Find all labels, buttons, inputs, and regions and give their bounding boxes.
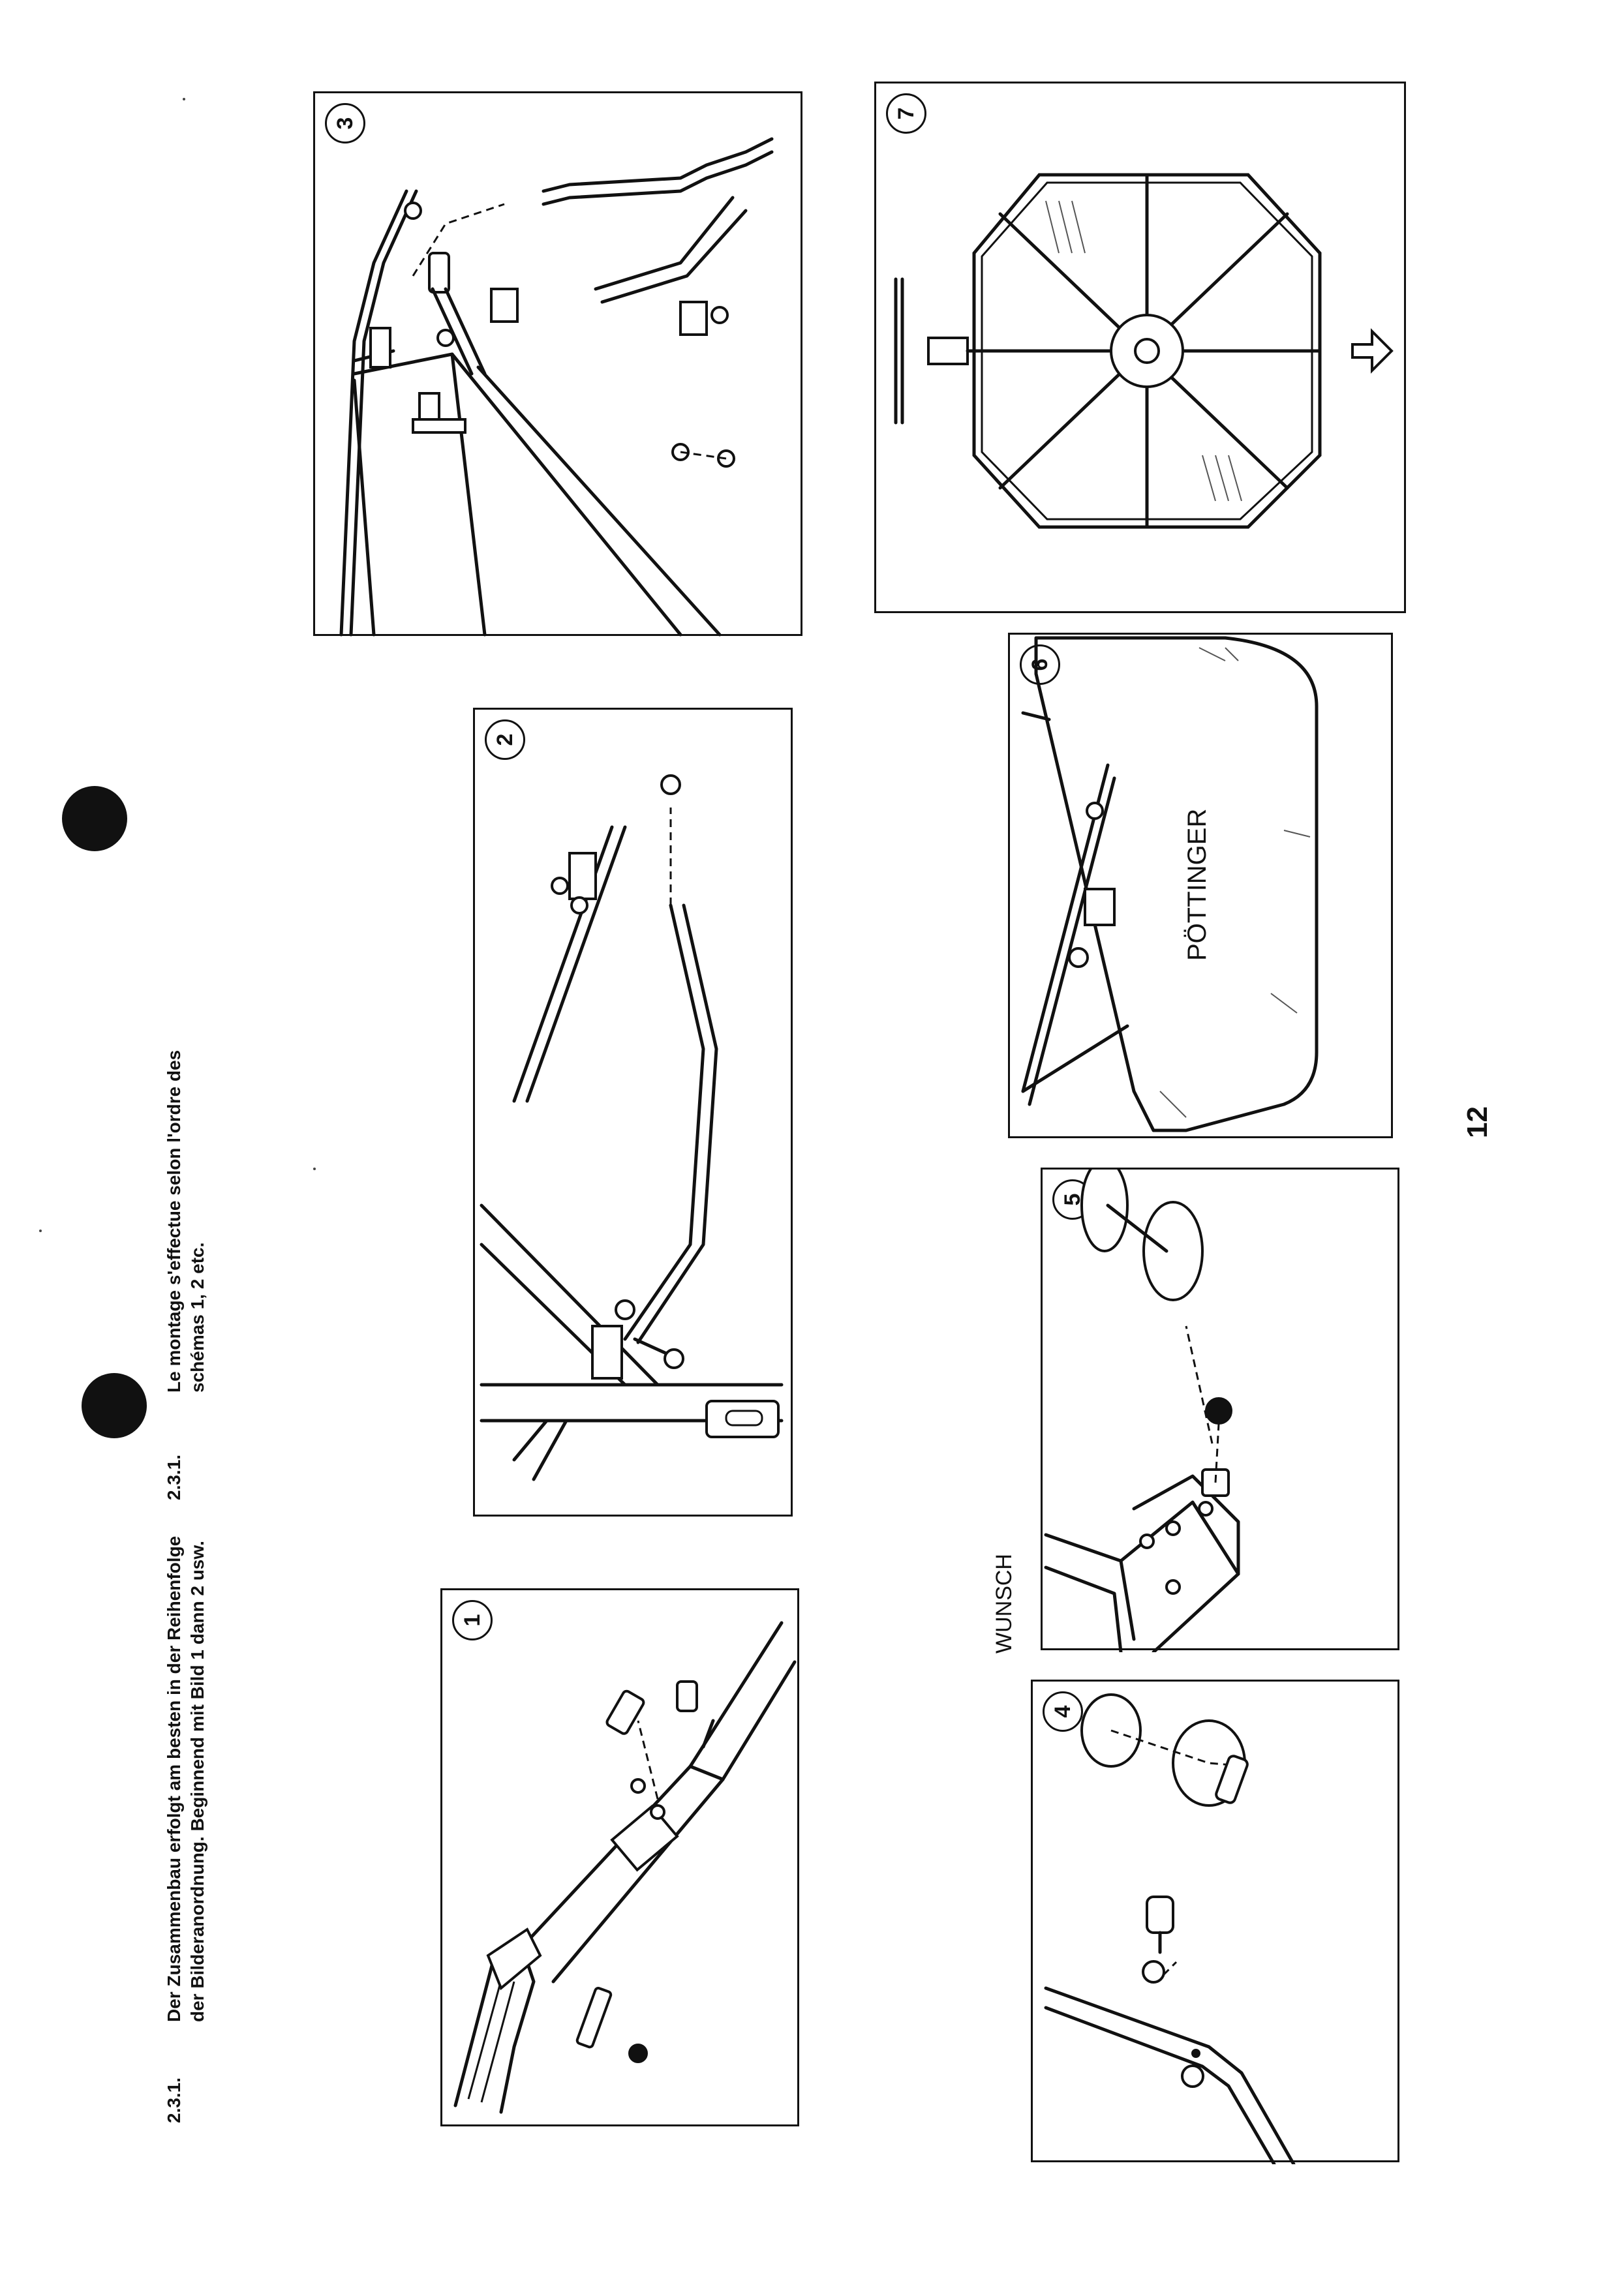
figure-5-drawing — [1044, 1170, 1240, 1652]
figure-6-drawing: PÖTTINGER — [1021, 636, 1319, 1132]
figure-4: 4 — [1031, 1680, 1399, 2164]
section-text-de-line2: der Bilderanordnung. Beginnend mit Bild … — [187, 1541, 207, 2022]
section-text-fr-line1: Le montage s'effectue selon l'ordre des — [164, 1050, 184, 1393]
figure-7-drawing — [894, 173, 1394, 529]
section-number-fr: 2.3.1. — [164, 1454, 184, 1500]
section-text-fr-line2: schémas 1, 2 etc. — [187, 1242, 207, 1393]
scan-speck — [39, 1230, 42, 1232]
section-text-de-line1: Der Zusammenbau erfolgt am besten in der… — [164, 1535, 184, 2022]
page-number: 12 — [1461, 1106, 1493, 1138]
punch-hole-bottom — [82, 1373, 147, 1438]
optional-label: WUNSCH — [992, 1554, 1016, 1654]
figure-5: 5 — [1041, 1168, 1399, 1652]
figure-3: 3 — [313, 91, 802, 637]
section-number-de: 2.3.1. — [164, 2077, 184, 2123]
figure-6: 6 PÖTTINGER — [1008, 633, 1393, 1138]
punch-hole-top — [62, 786, 127, 851]
figure-3-drawing — [339, 137, 774, 637]
scan-speck — [183, 98, 185, 100]
figure-4-drawing — [1044, 1693, 1296, 2164]
figure-7: 7 — [874, 82, 1406, 613]
figure-1-drawing — [453, 1621, 797, 2114]
figure-1: 1 — [440, 1588, 799, 2126]
brand-text: PÖTTINGER — [1183, 809, 1212, 961]
scan-speck — [313, 1168, 316, 1170]
figure-2: 2 — [473, 708, 793, 1517]
figure-2-drawing — [480, 774, 784, 1481]
